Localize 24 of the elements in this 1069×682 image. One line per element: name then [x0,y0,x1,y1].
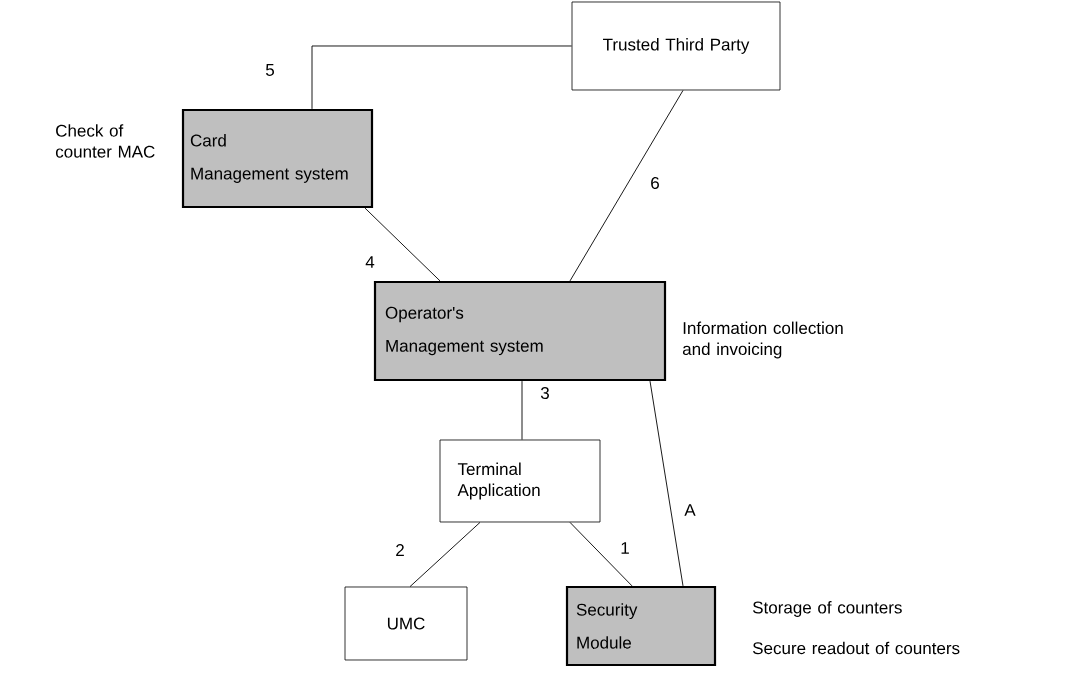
component-box: Terminal Application [439,439,601,523]
connector-line [364,207,441,282]
edge-label: 2 [396,544,404,556]
connector-line [649,380,684,587]
connector-line [569,521,633,587]
module-box: Operator's Management system [373,280,667,382]
connector-line [311,45,573,110]
edge-label: A [684,504,696,516]
edge-label: 1 [621,542,629,554]
component-box: Trusted Third Party [571,1,781,91]
edge-label: 6 [651,177,659,189]
module-box: Card Management system [181,108,374,209]
connector-line [569,89,684,282]
module-box: Security Module [565,585,717,667]
edge-label: 3 [540,386,549,399]
edge-label: 4 [365,256,375,268]
node-caption: Information collection and invoicing [682,321,843,359]
connector-line [521,380,523,441]
node-caption: Check of counter MAC [55,124,155,158]
edge-label: 5 [265,64,274,76]
node-caption: Secure readout of counters [752,641,960,655]
component-box: UMC [344,586,468,661]
connector-line [409,521,481,588]
node-caption: Storage of counters [752,601,902,617]
